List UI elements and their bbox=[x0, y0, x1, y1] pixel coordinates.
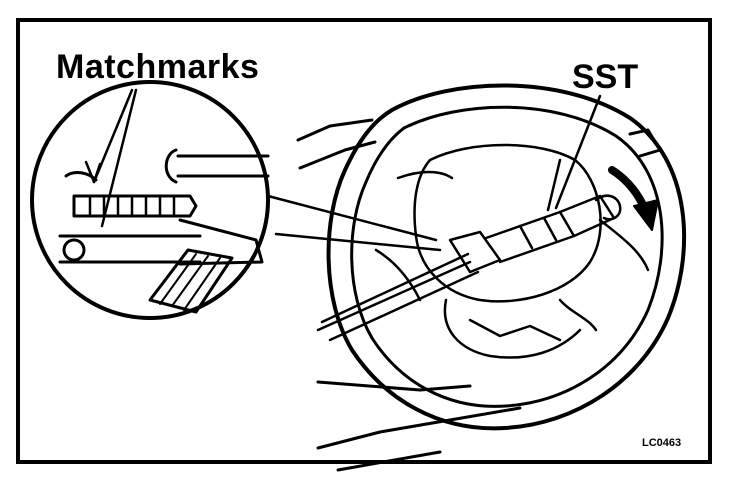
matchmarks-pointer-lines bbox=[84, 88, 138, 228]
detail-leader-lines bbox=[266, 194, 442, 252]
matchmarks-detail-circle bbox=[30, 80, 270, 320]
sst-label: SST bbox=[572, 58, 639, 96]
figure-code: LC0463 bbox=[642, 437, 682, 449]
steering-wheel-hub bbox=[374, 143, 650, 359]
matchmarks-label: Matchmarks bbox=[56, 48, 260, 86]
dashboard-lines bbox=[296, 118, 662, 472]
sst-pointer-line bbox=[554, 94, 602, 210]
sst-tool bbox=[316, 158, 622, 342]
steering-wheel-rim bbox=[326, 83, 687, 431]
rotation-arrow-icon bbox=[608, 166, 659, 231]
